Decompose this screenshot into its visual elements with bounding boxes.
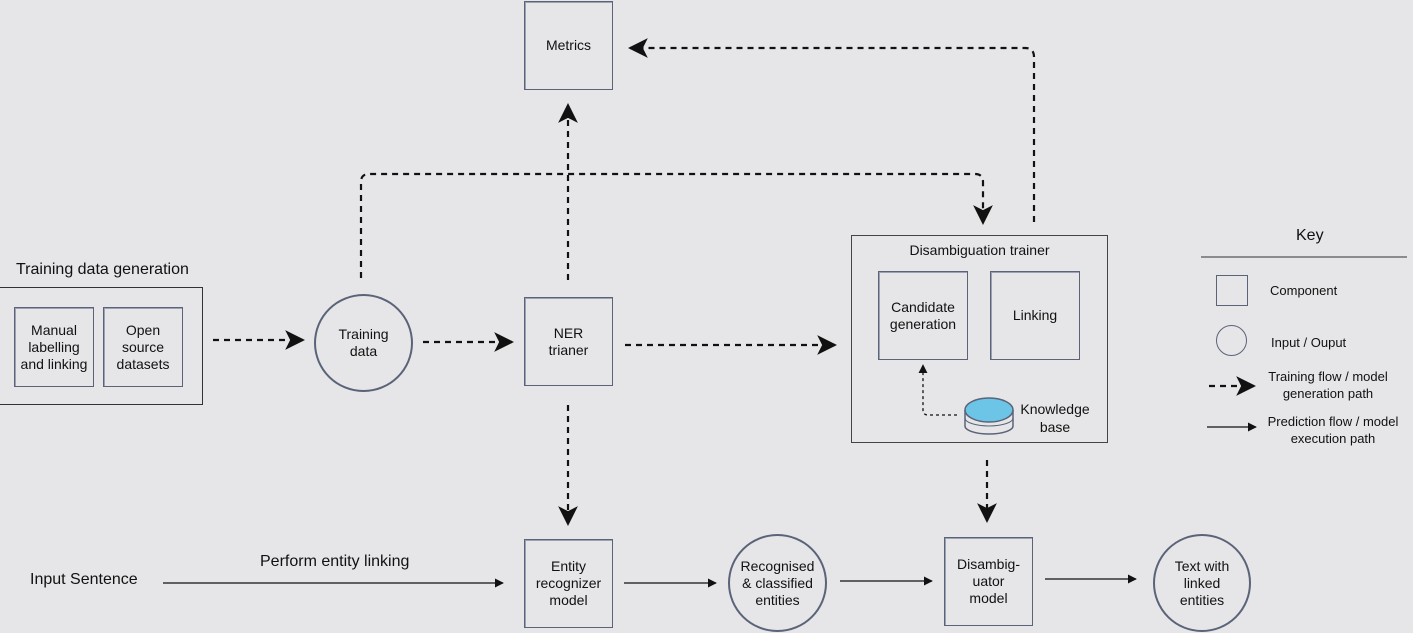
entity-recognizer-model-box: Entity recognizer model [524, 539, 613, 628]
entity-recognizer-model-label: Entity recognizer model [535, 558, 602, 608]
perform-entity-linking-label: Perform entity linking [260, 553, 410, 570]
training-data-generation-title: Training data generation [16, 261, 189, 278]
arrow-disambiguation-to-metrics [628, 38, 1036, 222]
training-data-node: Training data [314, 294, 413, 392]
disambiguation-trainer-title: Disambiguation trainer [909, 242, 1050, 258]
key-prediction-flow-label: Prediction flow / model execution path [1267, 414, 1399, 446]
input-sentence-label: Input Sentence [30, 571, 138, 588]
metrics-box: Metrics [524, 1, 613, 90]
recognised-entities-label: Recognised & classified entities [740, 557, 815, 608]
arrow-training-data-to-disambiguation [359, 172, 993, 278]
linking-label: Linking [1012, 307, 1058, 323]
linking-box: Linking [990, 271, 1080, 360]
ner-trainer-label: NER trianer [548, 324, 589, 358]
open-source-datasets-label: Open source datasets [116, 321, 170, 372]
key-component-swatch [1216, 275, 1248, 306]
arrow-knowledge-base-to-candidate [918, 364, 957, 416]
key-input-output-swatch [1216, 325, 1247, 356]
disambiguation-trainer-frame [851, 235, 1108, 443]
ner-trainer-box: NER trianer [524, 297, 613, 386]
knowledge-base-icon [964, 397, 1014, 435]
key-training-flow-label: Training flow / model generation path [1268, 369, 1388, 401]
key-input-output-label: Input / Ouput [1271, 335, 1347, 350]
open-source-datasets-box: Open source datasets [103, 307, 183, 387]
metrics-label: Metrics [545, 37, 592, 53]
training-data-label: Training data [338, 326, 389, 359]
text-with-linked-entities-node: Text with linked entities [1153, 534, 1251, 632]
candidate-generation-box: Candidate generation [878, 271, 968, 360]
manual-labelling-label: Manual labelling and linking [20, 321, 88, 372]
key-component-label: Component [1270, 283, 1338, 298]
key-title: Key [1296, 227, 1324, 244]
disambiguator-model-label: Disambig- uator model [956, 556, 1020, 606]
training-data-generation-frame [0, 287, 203, 405]
recognised-entities-node: Recognised & classified entities [728, 534, 827, 632]
candidate-generation-label: Candidate generation [889, 298, 957, 332]
manual-labelling-box: Manual labelling and linking [14, 307, 94, 387]
disambiguator-model-box: Disambig- uator model [944, 537, 1033, 626]
knowledge-base-label: Knowledge base [1020, 401, 1090, 435]
text-with-linked-entities-label: Text with linked entities [1174, 557, 1230, 608]
